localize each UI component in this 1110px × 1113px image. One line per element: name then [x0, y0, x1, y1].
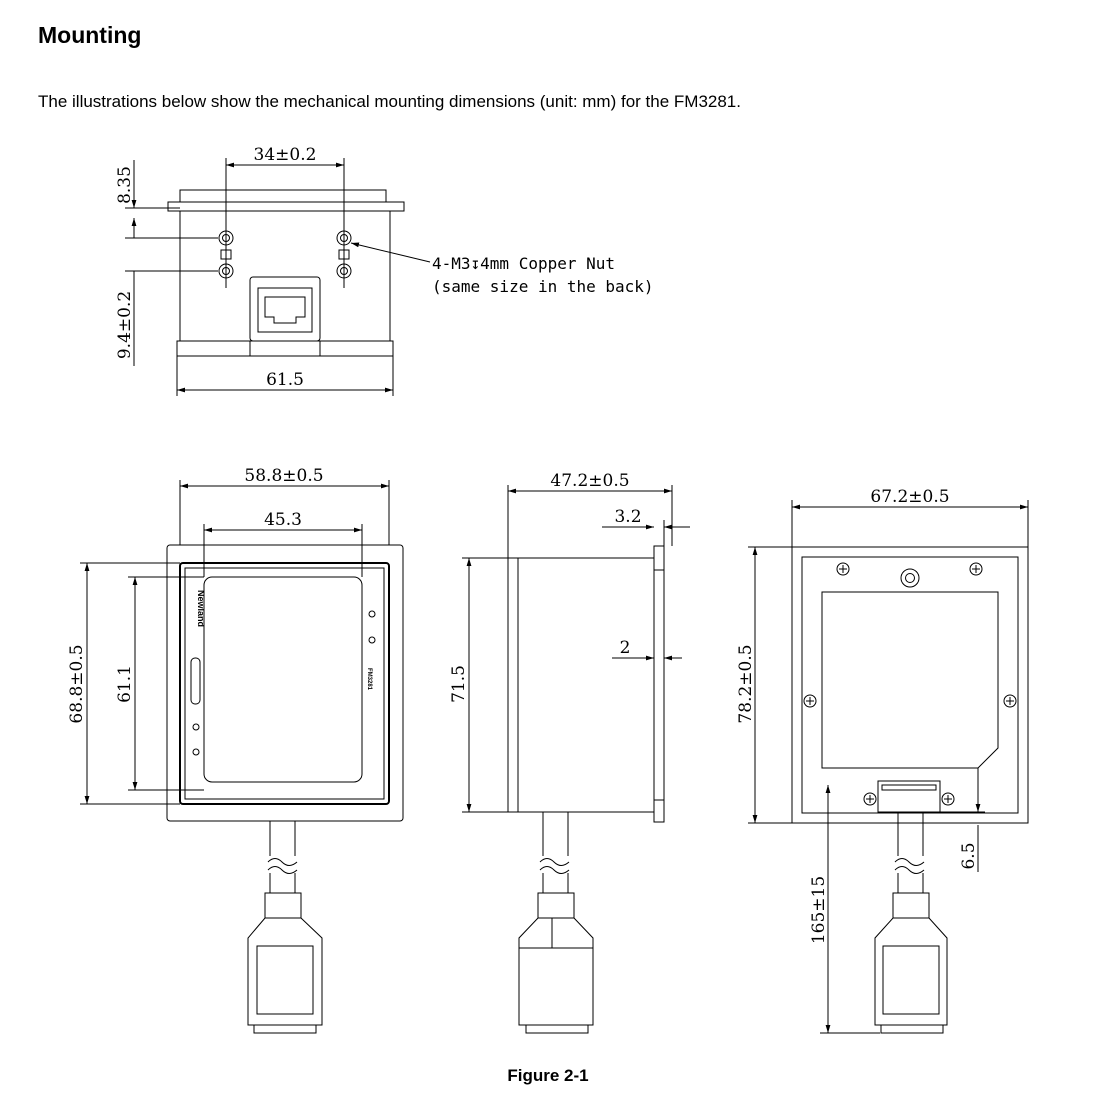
dim-side-offset: 9.4±0.2 [115, 291, 135, 359]
dim-top-offset: 8.35 [115, 166, 135, 204]
brand-label: Newland [196, 590, 206, 627]
dim-front-outer-height: 68.8±0.5 [67, 644, 87, 723]
figure-caption: Figure 2-1 [507, 1066, 589, 1085]
dim-cable-length: 165±15 [809, 876, 829, 944]
dim-side-depth: 47.2±0.5 [550, 471, 629, 491]
model-label: FM3281 [366, 668, 372, 691]
dim-back-height: 78.2±0.5 [736, 644, 756, 723]
section-intro: The illustrations below show the mechani… [38, 92, 741, 111]
dim-back-width: 67.2±0.5 [870, 487, 949, 507]
dim-window-width: 45.3 [264, 510, 302, 530]
dim-side-flange: 3.2 [614, 507, 641, 527]
mounting-hole-icon [218, 230, 352, 279]
nut-note-line1: 4-M3↧4mm Copper Nut [432, 254, 615, 273]
dim-top-width: 61.5 [266, 370, 304, 390]
dim-side-height: 71.5 [449, 665, 469, 703]
dim-side-plate: 2 [620, 638, 631, 658]
nut-note-line2: (same size in the back) [432, 277, 654, 296]
top-view: 34±0.2 8.35 9.4±0.2 61.5 4-M3↧4mm Copper… [115, 145, 654, 396]
section-title: Mounting [38, 22, 142, 48]
screw-icon [803, 562, 1017, 806]
dim-window-height: 61.1 [115, 665, 135, 703]
side-view: 47.2±0.5 3.2 71.5 2 [449, 471, 690, 1034]
dim-hole-spacing: 34±0.2 [254, 145, 317, 165]
back-view: 67.2±0.5 78.2±0.5 6.5 165±15 [736, 487, 1029, 1034]
dim-cable-offset: 6.5 [959, 842, 979, 869]
dim-front-outer-width: 58.8±0.5 [244, 466, 323, 486]
front-view: Newland FM3281 58.8±0.5 45.3 68.8±0.5 61… [67, 466, 404, 1034]
